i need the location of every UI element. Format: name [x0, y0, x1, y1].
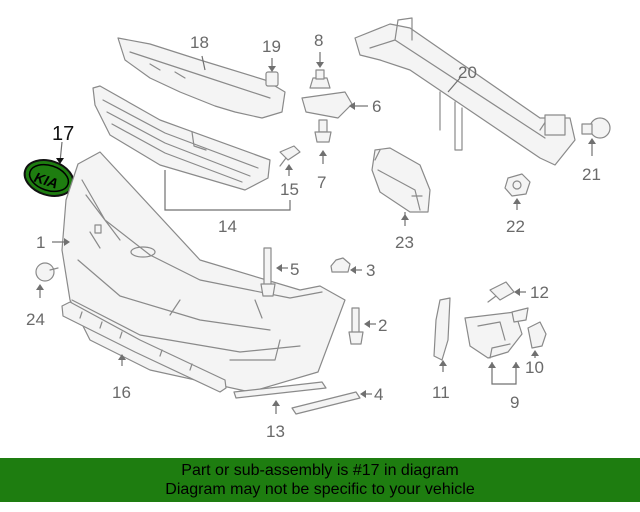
part-12-screw: [487, 281, 515, 303]
part-22-nut: [504, 173, 531, 197]
part-2-bolt: [348, 307, 364, 345]
callout-3[interactable]: 3: [366, 261, 375, 280]
part-18-cover: [117, 37, 286, 119]
callout-6[interactable]: 6: [372, 97, 381, 116]
callout-7[interactable]: 7: [317, 173, 326, 192]
part-6-bracket: [301, 91, 353, 119]
part-13-molding: [233, 381, 327, 399]
callout-24[interactable]: 24: [26, 310, 45, 329]
part-24-plug: [35, 262, 59, 282]
callout-11[interactable]: 11: [432, 383, 450, 402]
banner-line-1: Part or sub-assembly is #17 in diagram: [181, 462, 459, 479]
part-11-side-bracket: [433, 297, 451, 361]
banner-line-2: Diagram may not be specific to your vehi…: [165, 481, 475, 498]
part-3-nut: [330, 257, 351, 273]
callout-21[interactable]: 21: [582, 165, 601, 184]
part-4-molding: [291, 391, 361, 415]
part-5-bolt: [260, 247, 276, 297]
part-8-nut: [309, 69, 331, 89]
callout-12[interactable]: 12: [530, 283, 549, 302]
emblem-lettering: KIA: [32, 169, 60, 192]
callout-22[interactable]: 22: [506, 217, 525, 236]
callout-10[interactable]: 10: [525, 358, 544, 377]
callout-5[interactable]: 5: [290, 260, 299, 279]
callout-18[interactable]: 18: [190, 33, 209, 52]
part-21-clip: [581, 117, 611, 139]
callout-15[interactable]: 15: [280, 180, 299, 199]
callout-23[interactable]: 23: [395, 233, 414, 252]
callout-8[interactable]: 8: [314, 31, 323, 50]
part-17-emblem[interactable]: KIA: [20, 154, 78, 202]
part-14-grille: [92, 85, 271, 191]
parts-diagram: 18 19 8 20 6 KIA 17 14: [20, 17, 611, 441]
part-1-bumper-cover: [61, 151, 346, 393]
info-banner: Part or sub-assembly is #17 in diagram D…: [0, 458, 640, 502]
callout-20[interactable]: 20: [458, 63, 477, 82]
callout-9[interactable]: 9: [510, 393, 519, 412]
part-7-bolt: [314, 119, 332, 143]
part-15-screw: [279, 145, 301, 167]
callout-19[interactable]: 19: [262, 37, 281, 56]
part-19-clip: [265, 71, 279, 87]
part-16-lower-strip: [61, 301, 227, 393]
callout-14[interactable]: 14: [218, 217, 237, 236]
part-10-clip: [527, 321, 547, 349]
callout-16[interactable]: 16: [112, 383, 131, 402]
callout-2[interactable]: 2: [378, 316, 387, 335]
part-20-reinforcement-beam: [354, 17, 576, 166]
callout-4[interactable]: 4: [374, 385, 383, 404]
callout-13[interactable]: 13: [266, 422, 285, 441]
callout-1[interactable]: 1: [36, 233, 45, 252]
part-9-bracket: [464, 307, 529, 359]
callout-17[interactable]: 17: [52, 123, 74, 145]
part-23-sensor-module: [371, 147, 431, 213]
